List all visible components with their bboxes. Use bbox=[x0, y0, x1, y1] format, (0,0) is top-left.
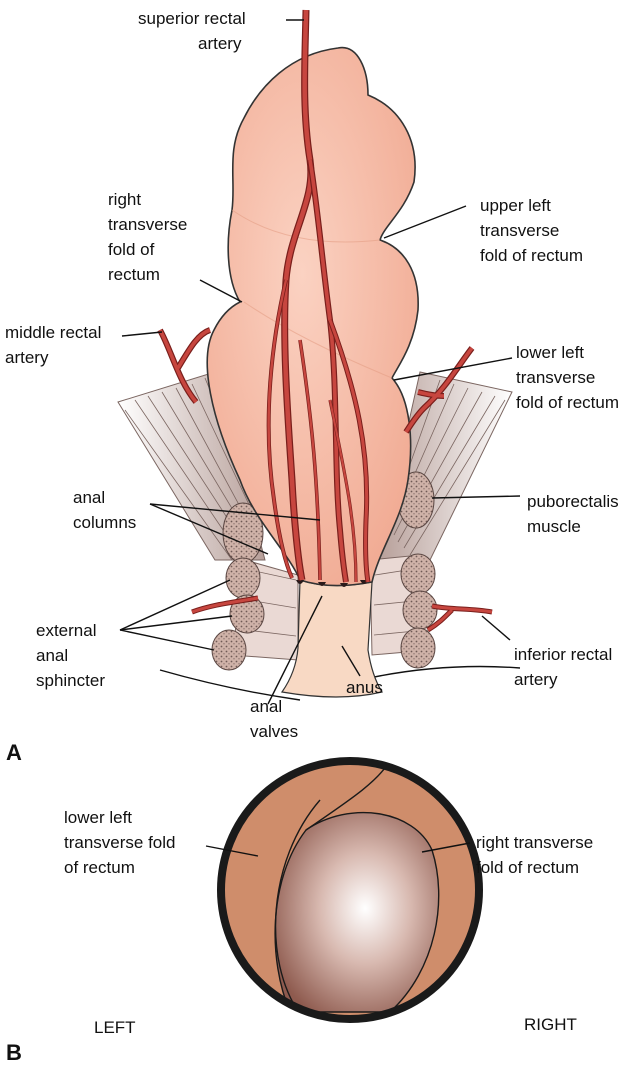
pelvic-floor-right-line bbox=[360, 667, 520, 681]
external-anal-sphincter-right bbox=[370, 554, 437, 668]
label-upper-left-transverse-fold: upper left transverse fold of rectum bbox=[480, 196, 583, 265]
external-anal-sphincter-left bbox=[212, 558, 298, 670]
label-b-right-transverse-fold: right transverse fold of rectum bbox=[476, 833, 598, 877]
label-left: LEFT bbox=[94, 1018, 136, 1037]
panel-letter-b: B bbox=[6, 1040, 22, 1065]
leader-external-sphincter-3 bbox=[120, 630, 214, 650]
lumen bbox=[275, 813, 439, 1012]
label-right-transverse-fold: right transverse fold of rectum bbox=[108, 190, 192, 284]
label-external-anal-sphincter: external anal sphincter bbox=[36, 621, 105, 690]
label-b-lower-left-transverse-fold: lower left transverse fold of rectum bbox=[64, 808, 180, 877]
label-superior-rectal-artery: superior rectal artery bbox=[138, 9, 250, 53]
leader-inferior-rectal-artery bbox=[482, 616, 510, 640]
pelvic-floor-left-line bbox=[160, 670, 300, 700]
label-anal-valves: anal valves bbox=[250, 697, 298, 741]
label-lower-left-transverse-fold: lower left transverse fold of rectum bbox=[516, 343, 619, 412]
label-middle-rectal-artery: middle rectal artery bbox=[5, 323, 106, 367]
label-inferior-rectal-artery: inferior rectal artery bbox=[514, 645, 617, 689]
inferior-rectal-artery-right bbox=[428, 606, 492, 630]
panel-b: lower left transverse fold of rectum rig… bbox=[6, 758, 598, 1065]
label-anus: anus bbox=[346, 678, 383, 697]
label-puborectalis-muscle: puborectalis muscle bbox=[527, 492, 623, 536]
leader-middle-rectal-artery bbox=[122, 332, 162, 336]
endoscopic-view bbox=[218, 758, 482, 1022]
label-anal-columns: anal columns bbox=[73, 488, 136, 532]
label-right: RIGHT bbox=[524, 1015, 577, 1034]
panel-a: superior rectal artery right transverse … bbox=[5, 9, 623, 765]
panel-letter-a: A bbox=[6, 740, 22, 765]
